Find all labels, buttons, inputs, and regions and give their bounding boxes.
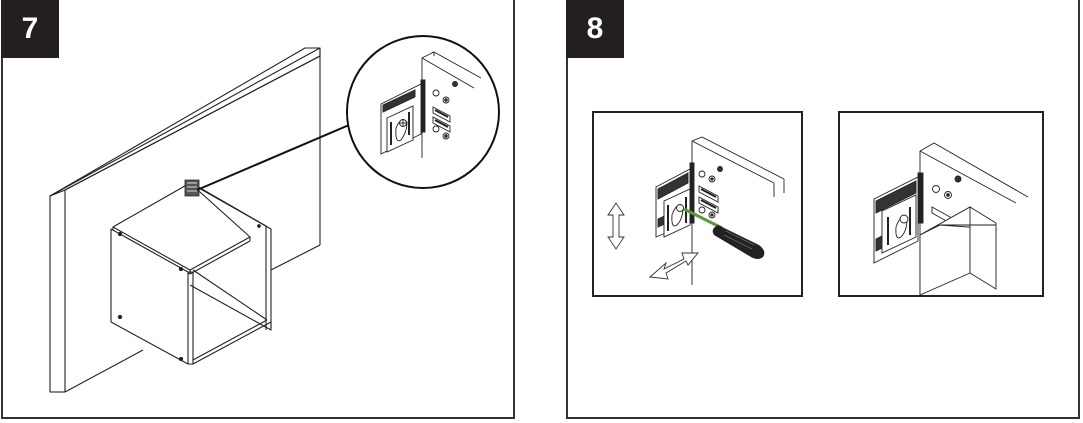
cover-cap [920, 207, 996, 295]
cover-cap-detail-frame [838, 111, 1044, 297]
step-8-number-badge: 8 [566, 0, 624, 58]
cabinet-wall-mount-illustration [3, 0, 517, 419]
depth-adjust-arrow-icon [650, 253, 698, 279]
bracket-cover-illustration [840, 113, 1042, 295]
adjustment-detail-frame [592, 111, 803, 297]
bracket-callout-circle [347, 36, 499, 188]
vertical-adjust-arrow-icon [608, 203, 624, 249]
step-8-panel: 8 [566, 0, 1080, 419]
callout-leader-line [197, 125, 349, 190]
screwdriver-icon [684, 209, 765, 259]
hanging-bracket-small [185, 180, 199, 196]
step-7-panel: 7 [1, 0, 515, 419]
step-7-number-badge: 7 [1, 0, 59, 58]
screwdriver-adjust-illustration [594, 113, 801, 295]
